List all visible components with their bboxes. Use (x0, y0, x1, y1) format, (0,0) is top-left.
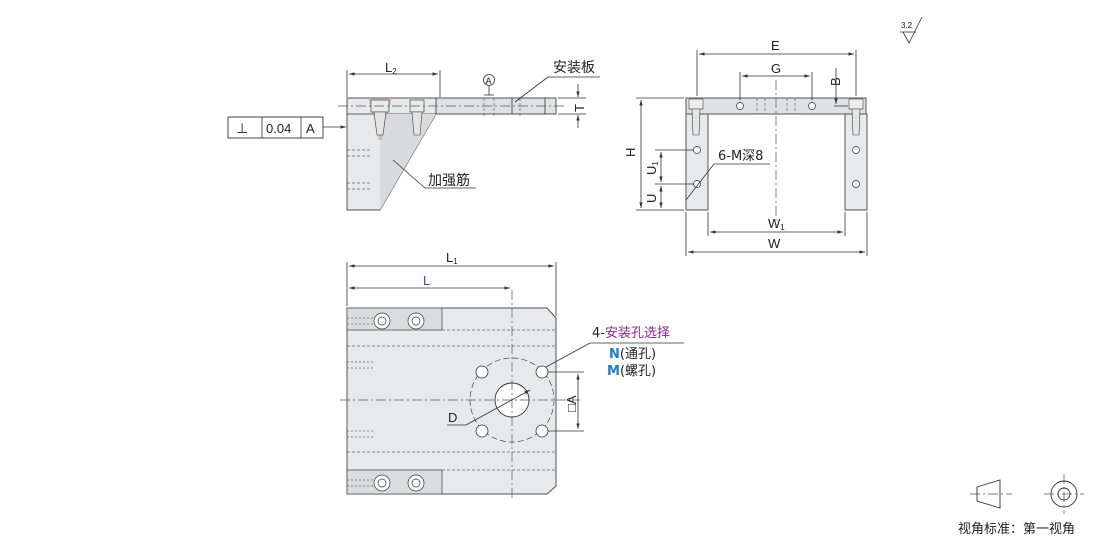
dim-W: W (768, 236, 781, 251)
dim-D: D (448, 410, 457, 425)
surface-finish-symbol: 3.2 (900, 16, 923, 44)
surface-finish-value: 3.2 (901, 21, 913, 30)
perpendicularity-icon: ⊥ (236, 120, 248, 136)
dim-H: H (623, 148, 638, 157)
dim-L2: L2 (385, 60, 397, 76)
label-4-holes: 4-安装孔选择 (592, 326, 670, 341)
dim-W1: W1 (768, 216, 785, 232)
label-rib: 加强筋 (428, 172, 470, 189)
projection-circles-icon (1044, 474, 1084, 514)
dim-G: G (771, 61, 781, 76)
dim-L: L (423, 273, 430, 288)
label-mount-plate: 安装板 (553, 60, 595, 76)
option-M: M(螺孔) (607, 364, 656, 379)
side-view: ⊥ 0.04 A L2 (227, 60, 600, 211)
dim-B: B (828, 77, 843, 86)
dim-T: T (572, 104, 587, 112)
projection-label: 视角标准：第一视角 (958, 522, 1075, 537)
label-6-M-holes: 6-M深8 (718, 149, 763, 164)
front-view: E G B H U1 U 6-M深8 W1 W (623, 38, 868, 256)
projection-symbol: 视角标准：第一视角 (958, 474, 1084, 537)
dim-E: E (771, 38, 780, 53)
top-view: L1 L 4-安装孔选择 N(通孔) M(螺孔) D □A (340, 250, 684, 500)
option-N: N(通孔) (609, 347, 656, 362)
dim-square-A: □A (564, 395, 579, 412)
tolerance-value: 0.04 (266, 121, 291, 136)
datum-A-label: A (486, 76, 492, 86)
dim-U: U (644, 194, 659, 203)
dim-U1: U1 (644, 161, 660, 175)
tolerance-datum: A (306, 121, 315, 136)
tolerance-frame: ⊥ 0.04 A (227, 116, 346, 139)
dim-L1: L1 (446, 250, 458, 266)
